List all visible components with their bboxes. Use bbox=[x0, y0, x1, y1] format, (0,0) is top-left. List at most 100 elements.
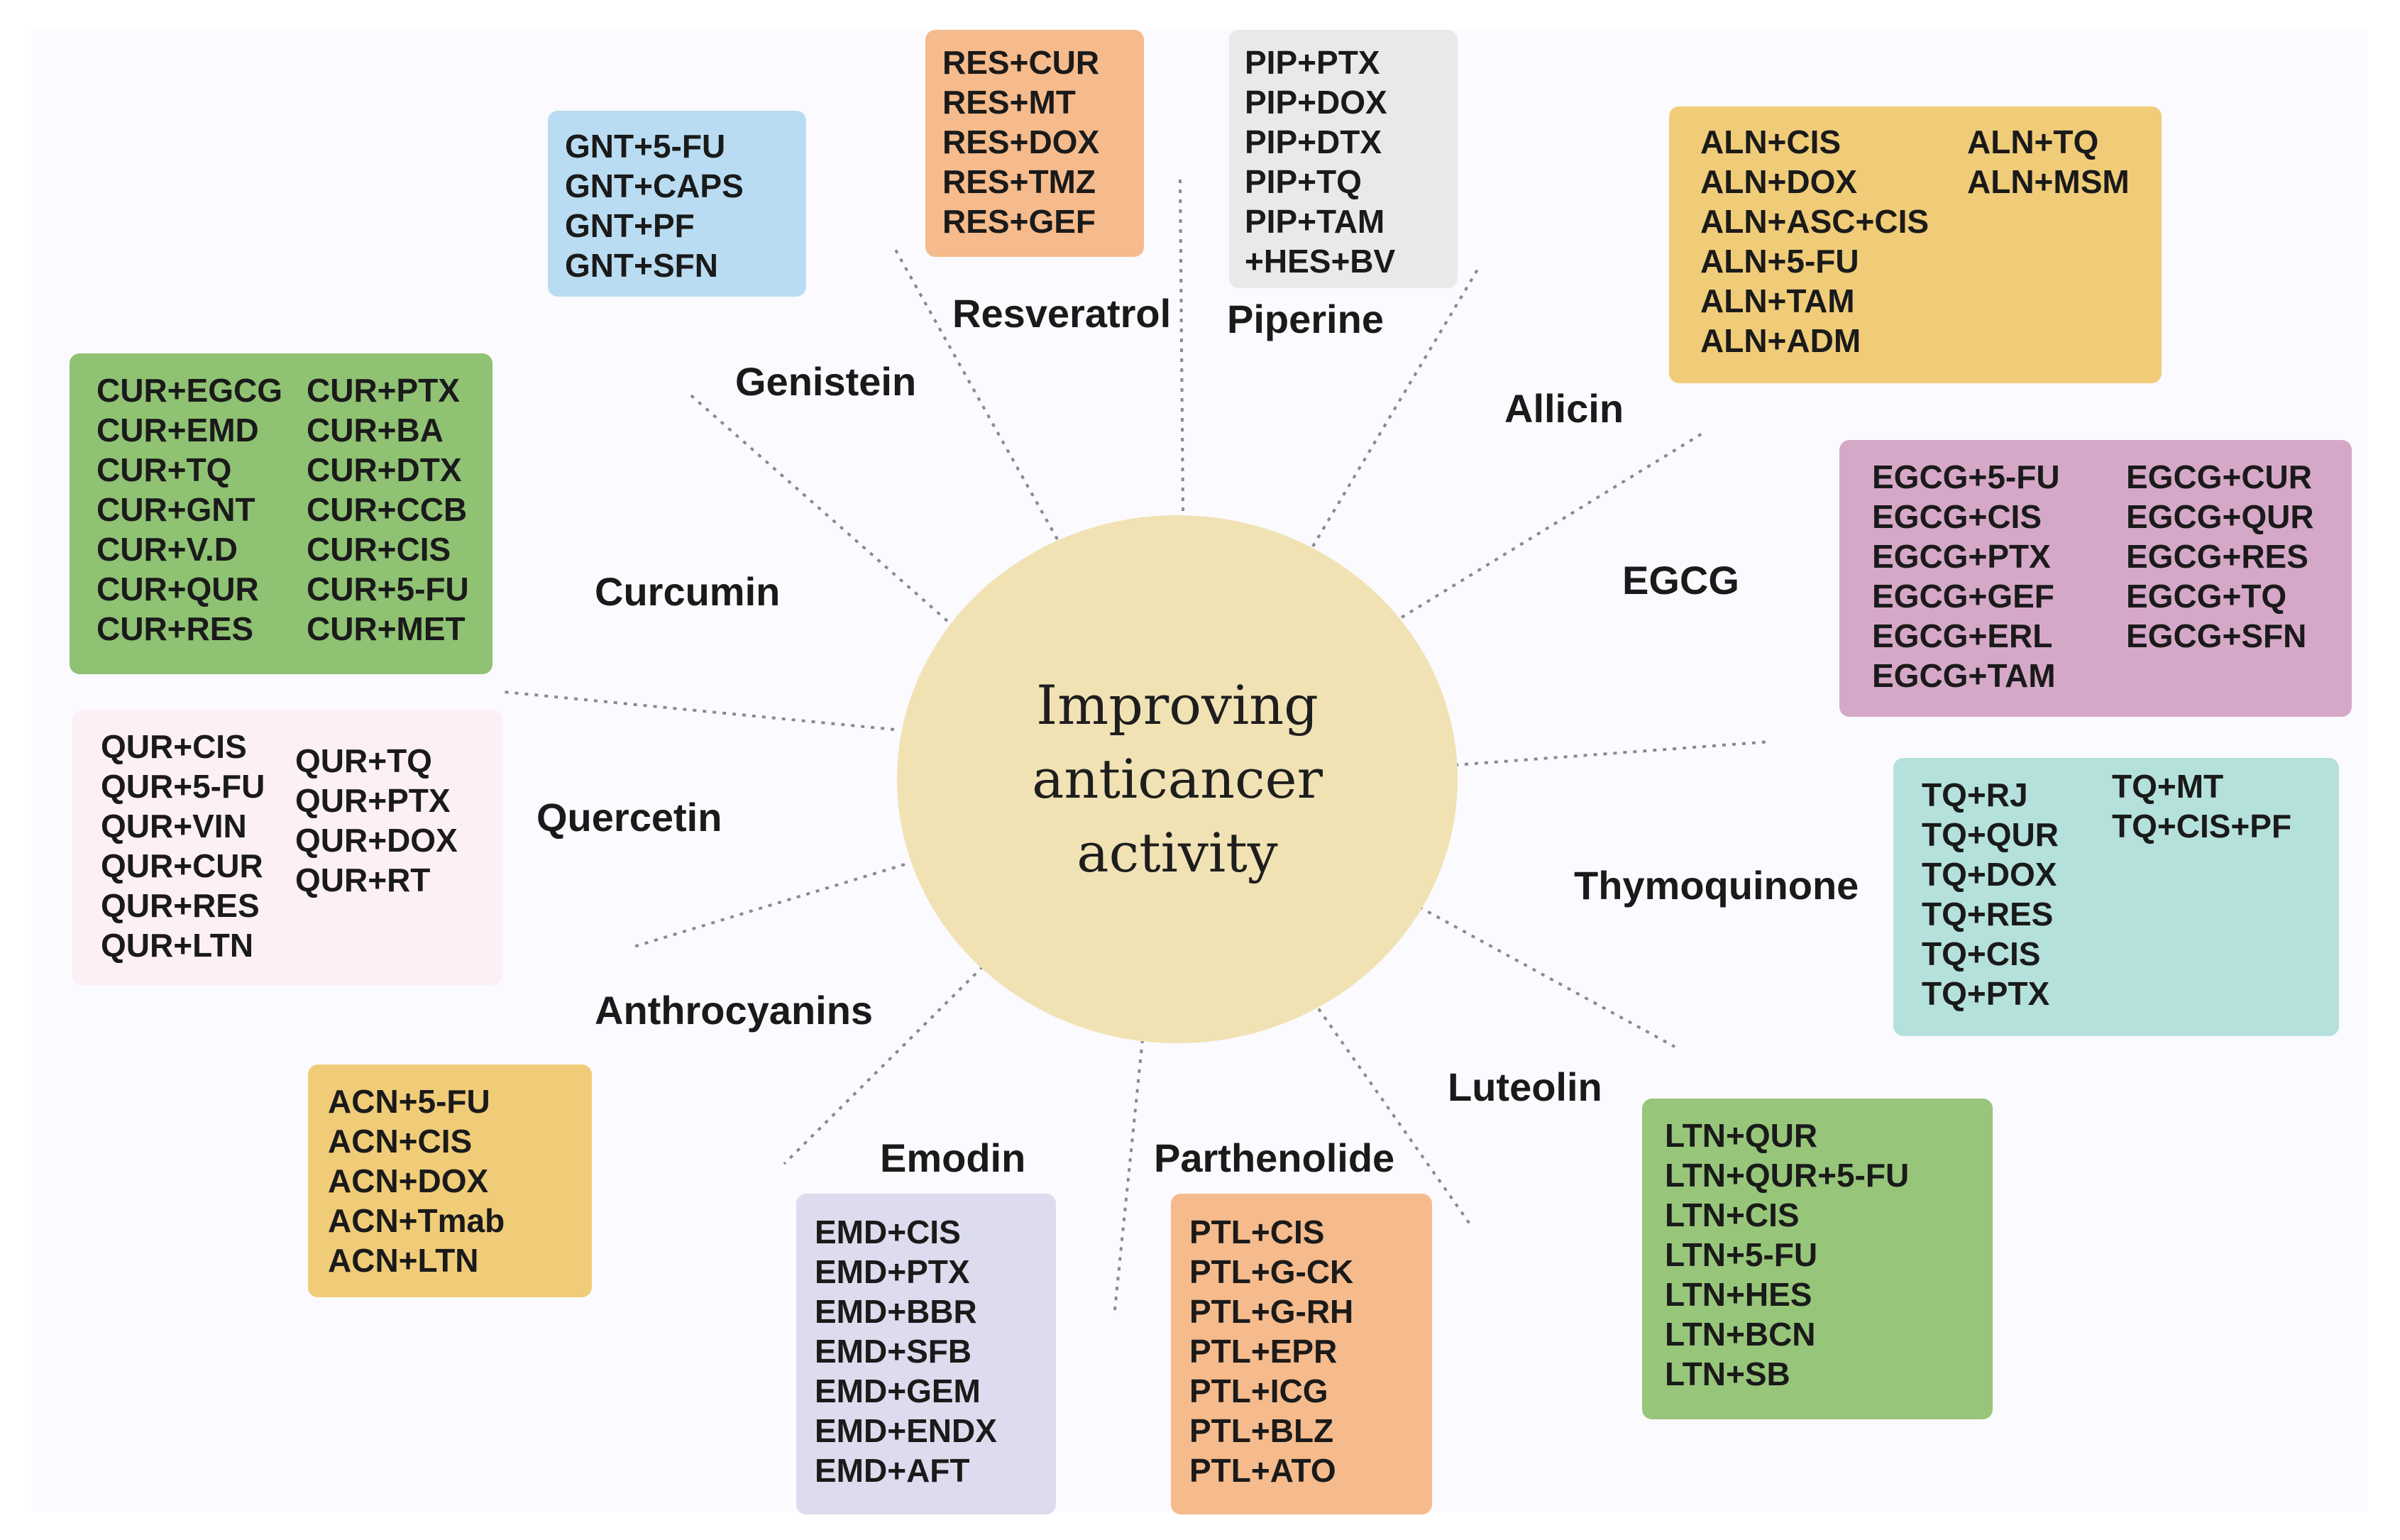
combination-item: RES+DOX bbox=[942, 123, 1100, 160]
combination-item: EMD+BBR bbox=[815, 1293, 977, 1330]
combination-item: QUR+CIS bbox=[101, 728, 247, 765]
label-curcumin: Curcumin bbox=[595, 569, 781, 614]
combination-item: EGCG+RES bbox=[2126, 538, 2308, 575]
combination-item: EGCG+CIS bbox=[1872, 498, 2042, 535]
combination-item: PIP+PTX bbox=[1245, 44, 1380, 81]
combination-item: QUR+TQ bbox=[295, 742, 432, 779]
combination-item: CUR+GNT bbox=[97, 491, 255, 528]
combination-item: EGCG+CUR bbox=[2126, 458, 2312, 495]
ray-thymoquinone bbox=[1454, 740, 1771, 766]
combination-item: ALN+ADM bbox=[1700, 322, 1861, 359]
ray-piperine bbox=[1179, 177, 1184, 512]
combination-item: LTN+SB bbox=[1665, 1355, 1790, 1392]
combination-item: PTL+BLZ bbox=[1189, 1412, 1334, 1449]
ray-emodin bbox=[1113, 1039, 1144, 1317]
center-title-line-2: anticancer bbox=[1032, 747, 1323, 810]
label-luteolin: Luteolin bbox=[1448, 1065, 1602, 1109]
combination-item: TQ+RES bbox=[1922, 896, 2054, 933]
combination-item: LTN+QUR bbox=[1665, 1117, 1818, 1154]
combination-item: ACN+5-FU bbox=[328, 1083, 490, 1120]
combination-item: EGCG+PTX bbox=[1872, 538, 2051, 575]
combination-item: PTL+G-RH bbox=[1189, 1293, 1354, 1330]
combination-item: CUR+TQ bbox=[97, 451, 232, 488]
combination-item: TQ+CIS bbox=[1922, 935, 2041, 972]
combination-item: +HES+BV bbox=[1245, 243, 1396, 280]
combination-item: RES+CUR bbox=[942, 44, 1100, 81]
combination-item: CUR+CCB bbox=[307, 491, 468, 528]
combination-item: PIP+TAM bbox=[1245, 203, 1385, 240]
combination-item: EMD+ENDX bbox=[815, 1412, 997, 1449]
combination-item: EGCG+5-FU bbox=[1872, 458, 2060, 495]
label-thymoquinone: Thymoquinone bbox=[1574, 863, 1859, 908]
combination-item: EGCG+TAM bbox=[1872, 657, 2056, 694]
combination-item: EGCG+GEF bbox=[1872, 578, 2054, 615]
combination-item: EMD+SFB bbox=[815, 1333, 972, 1370]
combination-item: LTN+HES bbox=[1665, 1276, 1812, 1313]
combination-item: GNT+SFN bbox=[565, 247, 718, 284]
combination-item: EGCG+TQ bbox=[2126, 578, 2287, 615]
combination-item: PIP+DTX bbox=[1245, 123, 1382, 160]
combination-item: LTN+QUR+5-FU bbox=[1665, 1157, 1910, 1194]
ray-quercetin bbox=[631, 863, 905, 949]
combination-item: TQ+MT bbox=[2112, 768, 2224, 805]
combination-item: TQ+DOX bbox=[1922, 856, 2057, 893]
combination-item: QUR+5-FU bbox=[101, 768, 265, 805]
combination-item: CUR+RES bbox=[97, 610, 254, 647]
combination-item: TQ+CIS+PF bbox=[2112, 808, 2292, 845]
combination-item: CUR+5-FU bbox=[307, 571, 469, 607]
combination-item: QUR+RES bbox=[101, 887, 260, 924]
label-resveratrol: Resveratrol bbox=[952, 291, 1172, 336]
combination-item: RES+TMZ bbox=[942, 163, 1096, 200]
combination-item: EGCG+SFN bbox=[2126, 617, 2307, 654]
label-parthenolide: Parthenolide bbox=[1154, 1135, 1395, 1180]
combination-item: GNT+PF bbox=[565, 207, 695, 244]
combination-item: RES+MT bbox=[942, 84, 1076, 121]
ray-parthenolide bbox=[1311, 999, 1474, 1229]
combination-item: EGCG+ERL bbox=[1872, 617, 2053, 654]
ray-genistein bbox=[686, 390, 949, 622]
combination-item: RES+GEF bbox=[942, 203, 1096, 240]
combination-item: CUR+EGCG bbox=[97, 372, 282, 409]
combination-item: ALN+TAM bbox=[1700, 282, 1855, 319]
center-title-line-3: activity bbox=[1077, 821, 1278, 884]
combination-item: PTL+ICG bbox=[1189, 1373, 1328, 1409]
combination-item: PIP+DOX bbox=[1245, 84, 1387, 121]
combination-item: TQ+PTX bbox=[1922, 975, 2050, 1012]
combination-item: CUR+QUR bbox=[97, 571, 259, 607]
combination-item: EMD+GEM bbox=[815, 1373, 981, 1409]
label-emodin: Emodin bbox=[880, 1135, 1026, 1180]
combination-item: GNT+CAPS bbox=[565, 167, 744, 204]
ray-curcumin bbox=[503, 691, 895, 731]
combination-item: CUR+MET bbox=[307, 610, 466, 647]
combination-item: CUR+V.D bbox=[97, 531, 238, 568]
combination-item: PTL+CIS bbox=[1189, 1214, 1325, 1250]
combination-item: GNT+5-FU bbox=[565, 128, 726, 165]
combination-item: TQ+QUR bbox=[1922, 816, 2059, 853]
combination-item: QUR+RT bbox=[295, 862, 431, 898]
combination-item: LTN+CIS bbox=[1665, 1197, 1800, 1233]
label-egcg: EGCG bbox=[1622, 558, 1739, 603]
combination-item: PTL+EPR bbox=[1189, 1333, 1338, 1370]
combination-item: TQ+RJ bbox=[1922, 776, 2028, 813]
combination-item: ALN+MSM bbox=[1967, 163, 2130, 200]
